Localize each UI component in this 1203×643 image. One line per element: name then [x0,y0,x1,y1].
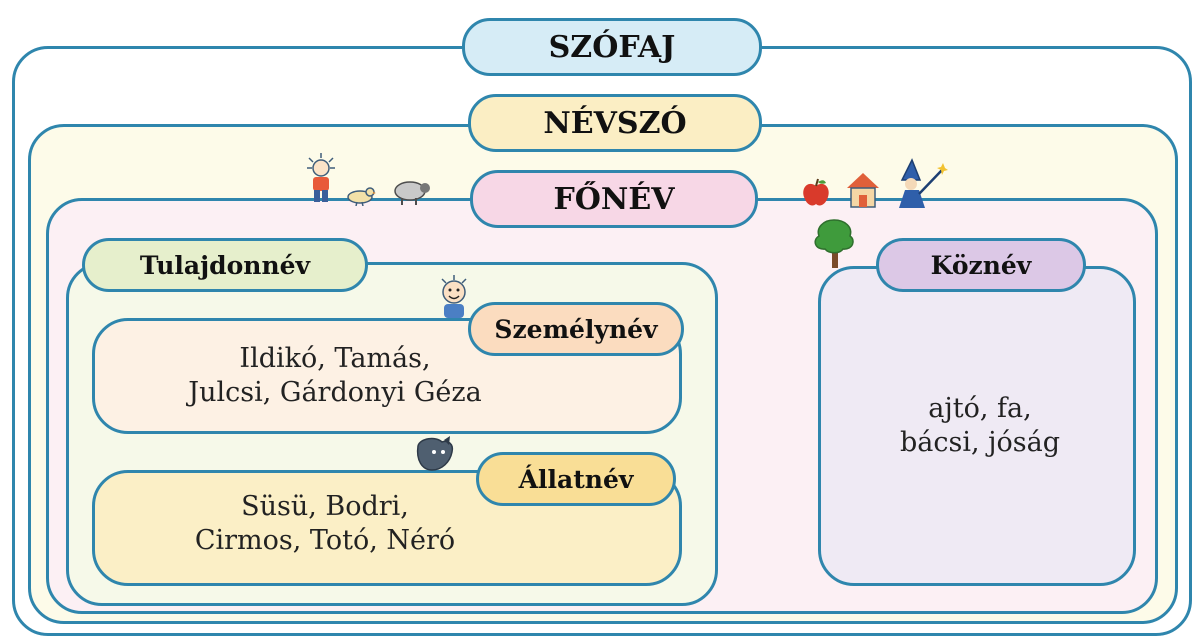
szemelynev-examples: Ildikó, Tamás, Julcsi, Gárdonyi Géza [120,342,550,410]
koznev-example-line-1: ajtó, fa, [928,393,1032,424]
wizard-icon [899,158,948,208]
szemelynev-example-line-2: Julcsi, Gárdonyi Géza [188,377,482,408]
tulajdonnev-label: Tulajdonnév [82,238,368,292]
allatnev-label: Állatnév [476,452,676,506]
apple-icon [803,178,829,206]
koznev-example-line-2: bácsi, jóság [899,427,1061,458]
boy-face-icon [441,275,467,318]
allatnev-example-line-1: Süsü, Bodri, [241,491,409,522]
dog-icon [416,436,454,471]
tree-icon [814,219,854,268]
bird-icon [347,187,376,206]
koznev-examples: ajtó, fa, bácsi, jóság [840,392,1120,460]
allatnev-example-line-2: Cirmos, Totó, Néró [194,525,456,556]
child-icon [307,153,335,202]
nevszo-label: NÉVSZÓ [468,94,762,152]
allatnev-examples: Süsü, Bodri, Cirmos, Totó, Néró [110,490,540,558]
szofaj-label: SZÓFAJ [462,18,762,76]
house-icon [847,173,879,208]
koznev-label: Köznév [876,238,1086,292]
koznev-box [818,266,1136,586]
szemelynev-label: Személynév [468,302,684,356]
sheep-icon [394,181,430,205]
szemelynev-example-line-1: Ildikó, Tamás, [239,343,431,374]
fonev-label: FŐNÉV [470,170,758,228]
